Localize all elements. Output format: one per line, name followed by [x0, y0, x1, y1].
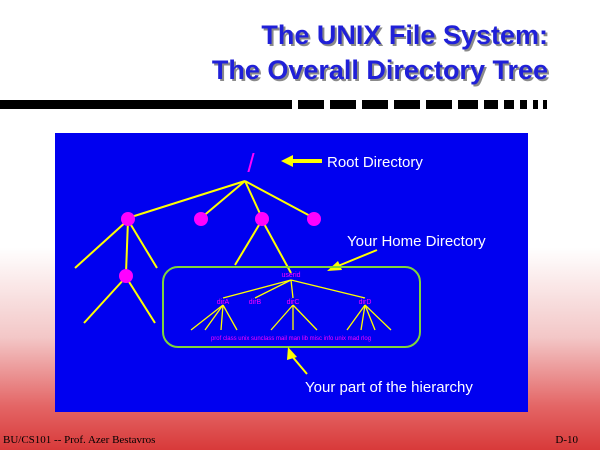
subdir-label: dirA [217, 299, 230, 306]
hierarchy-box [162, 266, 421, 348]
title-line-1: The UNIX File System: [261, 20, 548, 50]
root-directory-label: Root Directory [327, 154, 423, 171]
home-node-label: userid [281, 272, 300, 279]
tree-edges [74, 180, 315, 324]
subdir-label: dirD [359, 299, 372, 306]
subdir-label: dirC [287, 299, 300, 306]
footer-slide-number: D-10 [555, 434, 578, 446]
tree-node [307, 212, 321, 226]
tree-nodes [119, 212, 321, 283]
hierarchy-part-label: Your part of the hierarchy [305, 379, 473, 396]
diagram-canvas: / Root Directory Your Home Directory use… [74, 148, 486, 396]
footer-course-credit: BU/CS101 -- Prof. Azer Bestavros [3, 434, 156, 446]
slide-title: The UNIX File System: The Overall Direct… [212, 18, 548, 88]
root-symbol: / [247, 148, 255, 178]
tree-node [194, 212, 208, 226]
title-line-2: The Overall Directory Tree [211, 55, 548, 85]
root-arrow [281, 155, 322, 167]
leaf-files-label: prof class unix sunclass mail man lib mi… [211, 336, 371, 342]
sub-edges [190, 279, 392, 331]
subdir-labels: dirA dirB dirC dirD [217, 299, 372, 306]
home-directory-label: Your Home Directory [347, 233, 486, 250]
subdir-label: dirB [249, 299, 262, 306]
title-rule [0, 100, 547, 109]
tree-node [119, 269, 133, 283]
part-arrow [287, 347, 308, 375]
tree-node [255, 212, 269, 226]
tree-node [121, 212, 135, 226]
directory-tree-diagram: / Root Directory Your Home Directory use… [55, 133, 528, 412]
